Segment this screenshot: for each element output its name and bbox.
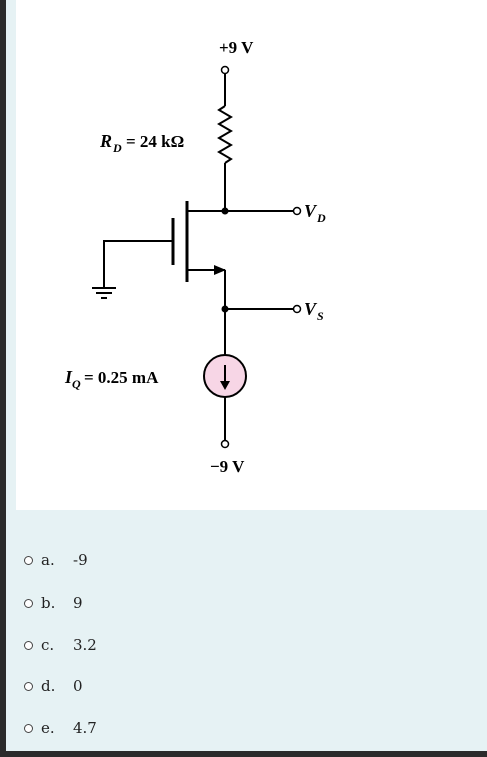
vss-label: −9 V: [210, 457, 245, 476]
option-letter: e.: [41, 719, 55, 737]
rd-symbol: R: [99, 131, 112, 151]
vs-subscript: S: [317, 309, 324, 323]
radio-button[interactable]: [24, 723, 33, 733]
radio-button[interactable]: [24, 640, 33, 650]
wire-gate-to-ground: [103, 240, 173, 288]
source-node: [221, 305, 229, 313]
option-c[interactable]: c. 3.2: [16, 630, 97, 660]
iq-value: = 0.25 mA: [84, 368, 159, 387]
rd-value: = 24 kΩ: [126, 132, 184, 151]
iq-symbol: I: [64, 367, 73, 387]
option-a[interactable]: a. -9: [16, 545, 88, 575]
vdd-terminal: [220, 65, 230, 75]
option-letter: a.: [41, 551, 55, 569]
question-page: +9 V R D = 24 kΩ V D: [6, 0, 487, 751]
option-d[interactable]: d. 0: [16, 671, 83, 701]
vd-terminal: [292, 206, 302, 216]
option-value: 0: [73, 677, 83, 695]
rd-subscript: D: [112, 141, 122, 155]
radio-button[interactable]: [24, 555, 33, 565]
option-letter: c.: [41, 636, 55, 654]
vd-symbol: V: [304, 201, 318, 221]
drain-node: [221, 207, 229, 215]
down-arrow-icon: [220, 381, 230, 390]
option-value: -9: [73, 551, 88, 569]
option-e[interactable]: e. 4.7: [16, 713, 97, 743]
mosfet-circuit-diagram: +9 V R D = 24 kΩ V D: [64, 38, 326, 476]
option-value: 4.7: [73, 719, 97, 737]
radio-button[interactable]: [24, 681, 33, 691]
vdd-label: +9 V: [219, 38, 254, 57]
source-arrow-icon: [214, 265, 226, 275]
vs-terminal: [292, 304, 302, 314]
vss-terminal: [220, 439, 230, 449]
radio-button[interactable]: [24, 598, 33, 608]
iq-subscript: Q: [72, 377, 81, 391]
drain-resistor: [217, 105, 233, 164]
circuit-figure-panel: +9 V R D = 24 kΩ V D: [16, 0, 487, 510]
vs-symbol: V: [304, 299, 318, 319]
option-letter: d.: [41, 677, 56, 695]
option-value: 9: [73, 594, 83, 612]
vd-subscript: D: [316, 211, 326, 225]
option-b[interactable]: b. 9: [16, 588, 83, 618]
option-letter: b.: [41, 594, 56, 612]
option-value: 3.2: [73, 636, 97, 654]
